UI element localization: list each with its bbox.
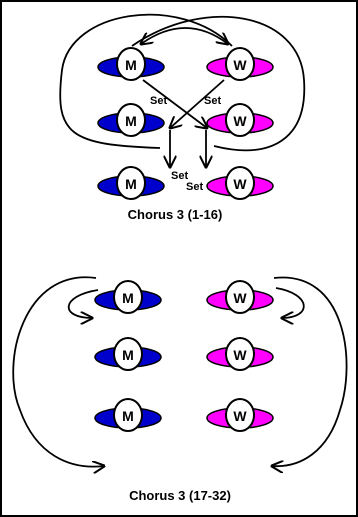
set-label: Set (171, 170, 188, 182)
dancer-woman: W (206, 47, 274, 81)
caption-bottom: Chorus 3 (17-32) (129, 488, 231, 503)
dancer-label: M (125, 176, 137, 192)
dancer-man: M (97, 47, 165, 81)
turn-arrow-right (275, 287, 305, 318)
dancer-label: W (233, 176, 247, 192)
outer-arc-left (12, 276, 104, 466)
swap-arrow (141, 27, 228, 44)
dancer-label: M (122, 290, 134, 306)
dancer-man: M (94, 337, 162, 371)
bottom-diagram: M W M W M W (12, 276, 348, 503)
dancer-label: M (122, 347, 134, 363)
set-label: Set (186, 181, 203, 193)
set-label: Set (204, 95, 221, 107)
dancer-label: M (125, 113, 137, 129)
caption-top: Chorus 3 (1-16) (128, 207, 223, 222)
dancer-label: W (233, 347, 247, 363)
turn-arrow-left (67, 289, 99, 318)
dancer-woman: W (206, 166, 274, 200)
dancer-woman: W (206, 103, 274, 137)
dancer-man: M (94, 398, 162, 432)
dancer-woman: W (206, 398, 274, 432)
set-label: Set (150, 95, 167, 107)
dancer-man: M (97, 103, 165, 137)
top-diagram: M W M W M W (59, 13, 306, 222)
diagonal-arrow (170, 79, 225, 128)
dancer-man: M (97, 166, 165, 200)
dancer-label: M (122, 408, 134, 424)
diagonal-arrow (142, 79, 207, 128)
dancer-man: M (94, 280, 162, 314)
dancer-label: W (233, 113, 247, 129)
outer-arc-right (272, 276, 348, 467)
dancer-woman: W (206, 337, 274, 371)
dancer-label: W (233, 57, 247, 73)
dancer-label: W (233, 408, 247, 424)
loop-arrow-right (131, 15, 306, 152)
loop-arrow-left (59, 13, 233, 149)
dancer-label: W (233, 290, 247, 306)
dancer-woman: W (206, 280, 274, 314)
dancer-label: M (125, 57, 137, 73)
